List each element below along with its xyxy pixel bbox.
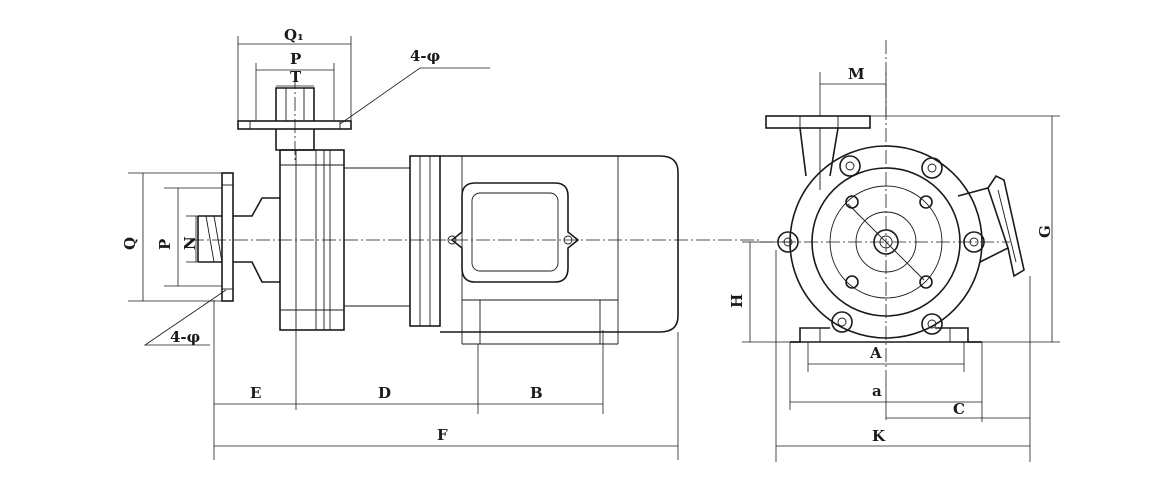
label-bolt-bottom: 4-φ <box>170 328 200 346</box>
label-a-upper: A <box>869 344 882 362</box>
label-q1: Q₁ <box>284 26 304 44</box>
dim-h <box>742 241 790 343</box>
label-a-lower: a <box>872 382 882 400</box>
label-q-side: Q <box>121 237 139 250</box>
label-d: D <box>378 384 391 402</box>
dim-g <box>870 115 1060 343</box>
label-f: F <box>437 426 448 444</box>
label-k: K <box>872 427 886 445</box>
side-view <box>128 36 760 460</box>
dim-bottom <box>213 300 679 460</box>
dimension-labels: Q₁ P T 4-φ Q P N 4-φ E D B F M G H A a C… <box>121 26 1054 445</box>
inlet-flange <box>197 172 280 302</box>
label-t: T <box>290 68 302 86</box>
label-bolt-top: 4-φ <box>410 47 440 65</box>
label-e: E <box>250 384 261 402</box>
dim-front-bottom <box>775 250 1031 462</box>
label-p-side: P <box>156 239 174 250</box>
label-g: G <box>1036 225 1054 238</box>
motor-flange <box>409 155 441 327</box>
dim-top <box>237 36 490 125</box>
dim-side <box>128 172 227 346</box>
label-n-side: N <box>181 236 199 250</box>
dim-m <box>819 72 887 116</box>
label-b: B <box>530 384 543 402</box>
front-base <box>790 327 982 343</box>
motor-body <box>440 155 679 345</box>
label-p-top: P <box>290 50 301 68</box>
terminal-box <box>447 182 580 283</box>
label-c: C <box>953 400 965 418</box>
label-h: H <box>728 294 746 308</box>
front-side-nozzle <box>957 174 1025 278</box>
label-m: M <box>848 65 865 83</box>
front-view <box>742 40 1060 462</box>
front-outlet-flange <box>765 115 871 190</box>
